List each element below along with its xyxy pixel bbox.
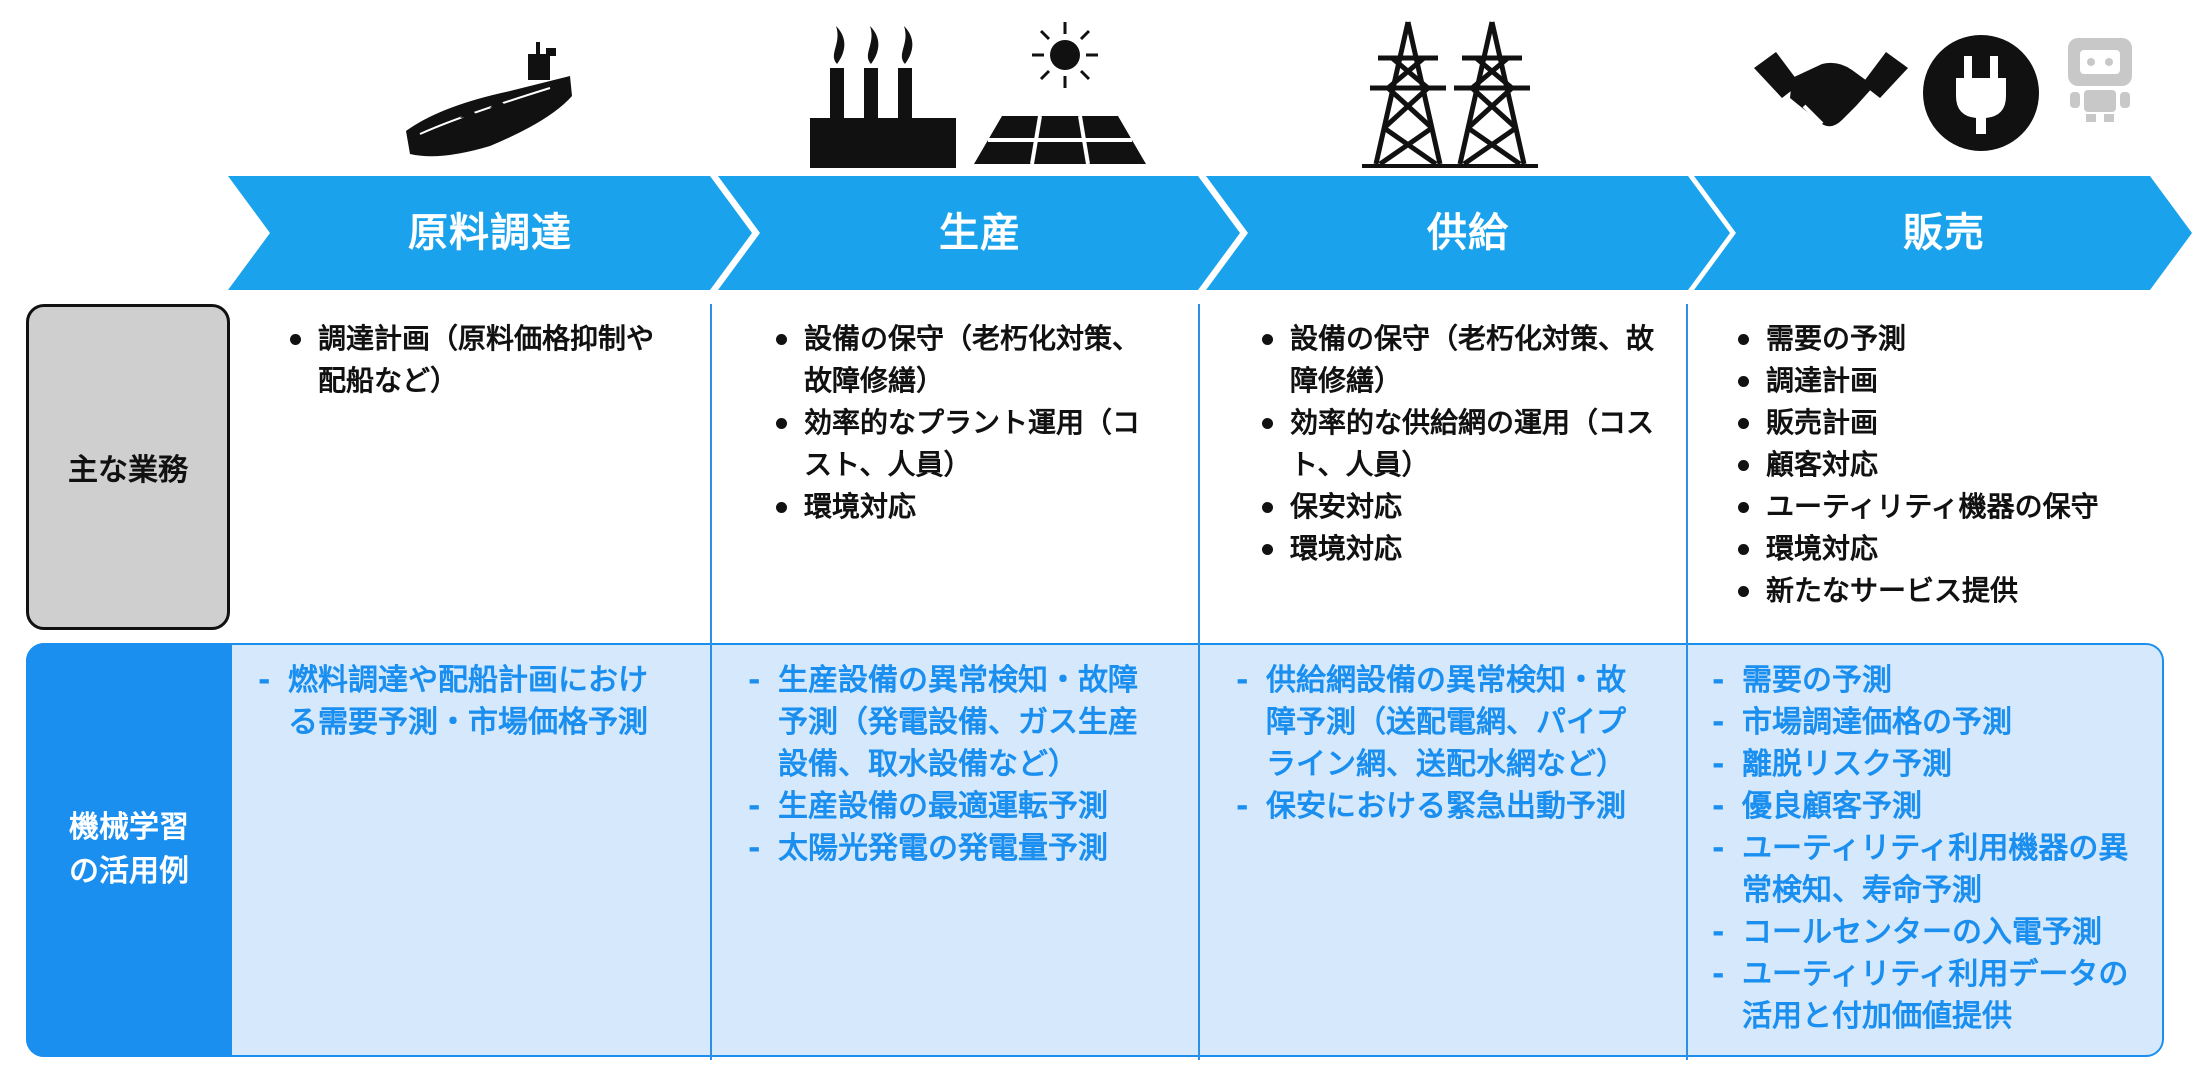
task-item: ユーティリティ機器の保守: [1734, 486, 2154, 528]
ml-row-header: 機械学習の活用例: [26, 643, 232, 1057]
chevron-production: [718, 176, 1240, 290]
task-item: 環境対応: [772, 486, 1162, 528]
ml-item: ユーティリティ利用データの活用と付加価値提供: [1710, 954, 2150, 1038]
stage-label-raw-material: 原料調達: [408, 210, 572, 256]
tasks-row-label: 主な業務: [68, 453, 188, 488]
task-item: 新たなサービス提供: [1734, 570, 2154, 612]
stage-label-production: 生産: [939, 210, 1021, 256]
ml-item: 需要の予測: [1710, 660, 2150, 702]
task-item: 販売計画: [1734, 402, 2154, 444]
robot-icon: [2068, 38, 2132, 122]
ml-item: 生産設備の最適運転予測: [746, 786, 1166, 828]
task-item: 保安対応: [1258, 486, 1658, 528]
tanker-ship-icon: [406, 42, 572, 157]
ml-item: 燃料調達や配船計画における需要予測・市場価格予測: [256, 660, 676, 744]
chevron-supply: [1206, 176, 1730, 290]
power-tower-icon: [1446, 21, 1538, 168]
task-item: 効率的なプラント運用（コスト、人員）: [772, 402, 1162, 486]
task-item: 調達計画（原料価格抑制や配船など）: [286, 318, 676, 402]
stage-label-supply: 供給: [1427, 210, 1509, 256]
tasks-list-production: 設備の保守（老朽化対策、故障修繕） 効率的なプラント運用（コスト、人員） 環境対…: [772, 318, 1162, 528]
task-item: 環境対応: [1258, 528, 1658, 570]
task-item: 需要の予測: [1734, 318, 2154, 360]
chevron-sales: [1694, 176, 2192, 290]
power-tower-icon: [1362, 21, 1454, 168]
ml-list-raw-material: 燃料調達や配船計画における需要予測・市場価格予測: [256, 660, 676, 744]
solar-panel-icon: [974, 115, 1146, 165]
task-item: 顧客対応: [1734, 444, 2154, 486]
tasks-row-header: 主な業務: [26, 304, 230, 630]
tasks-list-sales: 需要の予測 調達計画 販売計画 顧客対応 ユーティリティ機器の保守 環境対応 新…: [1734, 318, 2154, 612]
task-item: 設備の保守（老朽化対策、故障修繕）: [1258, 318, 1658, 402]
ml-row-label: 機械学習の活用例: [69, 810, 189, 889]
ml-item: 市場調達価格の予測: [1710, 702, 2150, 744]
column-divider: [710, 304, 712, 1060]
task-item: 効率的な供給網の運用（コスト、人員）: [1258, 402, 1658, 486]
factory-icon: [810, 26, 956, 168]
sun-icon: [1032, 22, 1098, 88]
stage-label-sales: 販売: [1903, 210, 1985, 256]
task-item: 環境対応: [1734, 528, 2154, 570]
task-item: 調達計画: [1734, 360, 2154, 402]
task-item: 設備の保守（老朽化対策、故障修繕）: [772, 318, 1162, 402]
ml-item: 供給網設備の異常検知・故障予測（送配電網、パイプライン網、送配水網など）: [1234, 660, 1654, 786]
ml-item: 優良顧客予測: [1710, 786, 2150, 828]
column-divider: [1198, 304, 1200, 1060]
ml-item: コールセンターの入電予測: [1710, 912, 2150, 954]
ml-item: 保安における緊急出動予測: [1234, 786, 1654, 828]
chevron-raw-material: [228, 176, 752, 290]
ml-item: 生産設備の異常検知・故障予測（発電設備、ガス生産設備、取水設備など）: [746, 660, 1166, 786]
ml-item: 離脱リスク予測: [1710, 744, 2150, 786]
tasks-list-raw-material: 調達計画（原料価格抑制や配船など）: [286, 318, 676, 402]
ml-list-production: 生産設備の異常検知・故障予測（発電設備、ガス生産設備、取水設備など） 生産設備の…: [746, 660, 1166, 870]
handshake-icon: [1754, 52, 1908, 140]
ml-item: ユーティリティ利用機器の異常検知、寿命予測: [1710, 828, 2150, 912]
ml-list-sales: 需要の予測 市場調達価格の予測 離脱リスク予測 優良顧客予測 ユーティリティ利用…: [1710, 660, 2150, 1038]
ml-list-supply: 供給網設備の異常検知・故障予測（送配電網、パイプライン網、送配水網など） 保安に…: [1234, 660, 1654, 828]
process-chevrons: [228, 176, 2192, 290]
column-divider: [1686, 304, 1688, 1060]
plug-icon: [1923, 35, 2039, 151]
ml-item: 太陽光発電の発電量予測: [746, 828, 1166, 870]
tasks-list-supply: 設備の保守（老朽化対策、故障修繕） 効率的な供給網の運用（コスト、人員） 保安対…: [1258, 318, 1658, 570]
